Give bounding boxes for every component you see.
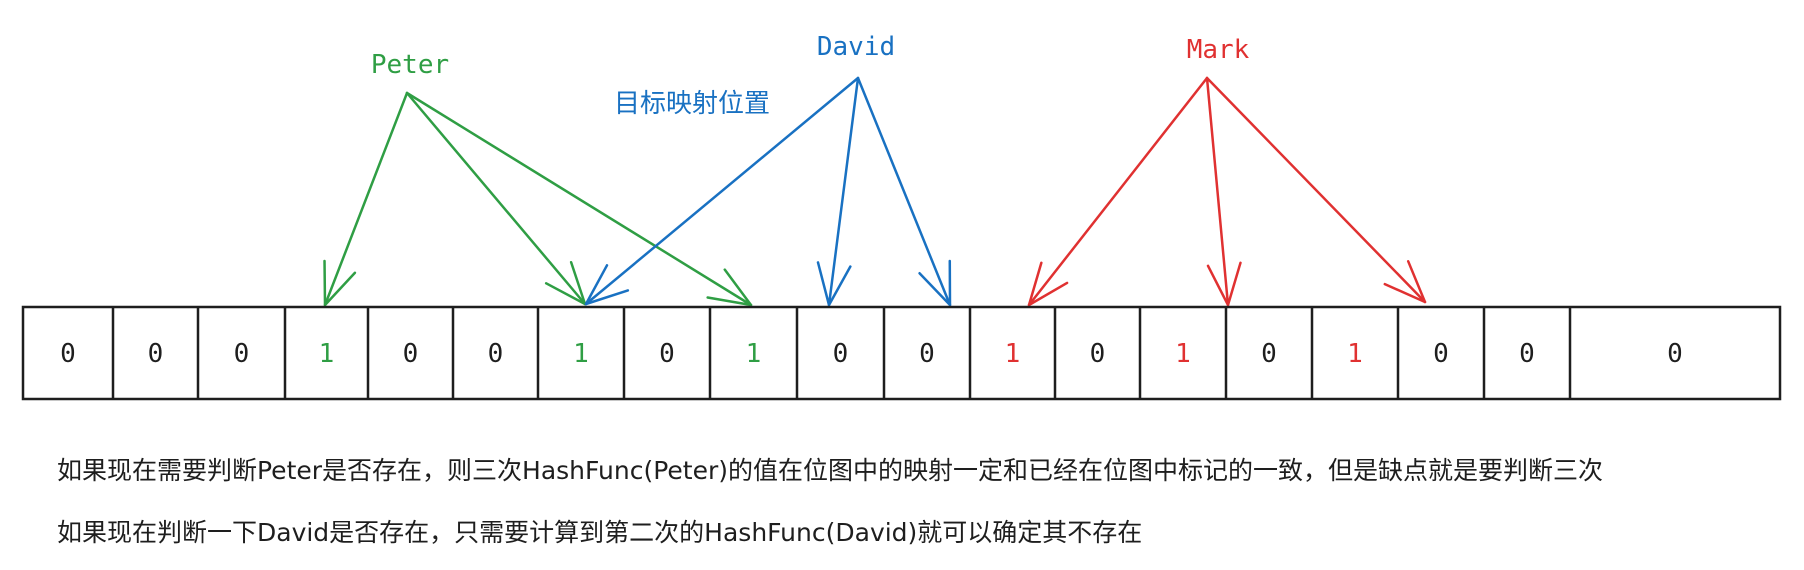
bit-cell-10: 0 — [919, 339, 935, 369]
arrow-peter-6 — [405, 91, 587, 306]
bit-cell-5: 0 — [488, 339, 504, 369]
key-labels: Peter David Mark — [371, 32, 1250, 80]
key-label-mark: Mark — [1187, 35, 1250, 65]
bit-cell-14: 0 — [1261, 339, 1277, 369]
arrow-mark-15 — [1205, 76, 1427, 304]
bit-cell-13: 1 — [1175, 339, 1191, 369]
bit-cell-4: 0 — [403, 339, 419, 369]
arrow-peter-8 — [405, 91, 753, 307]
bit-cell-0: 0 — [60, 339, 76, 369]
bit-cell-17: 0 — [1519, 339, 1535, 369]
bit-cell-7: 0 — [659, 339, 675, 369]
bit-cell-2: 0 — [234, 339, 250, 369]
arrow-david-10 — [856, 76, 952, 307]
description-line-2: 如果现在判断一下David是否存在，只需要计算到第二次的HashFunc(Dav… — [57, 518, 1143, 547]
bit-cell-3: 1 — [319, 339, 335, 369]
arrow-mark-11 — [1027, 76, 1209, 307]
bit-cell-15: 1 — [1347, 339, 1363, 369]
key-label-peter: Peter — [371, 50, 449, 80]
bit-cell-12: 0 — [1090, 339, 1106, 369]
bit-cell-6: 1 — [573, 339, 589, 369]
bit-cell-18: 0 — [1667, 339, 1683, 369]
key-label-david: David — [817, 32, 895, 62]
bit-cell-1: 0 — [148, 339, 164, 369]
target-mapping-annotation: 目标映射位置 — [614, 89, 770, 119]
bit-array-border — [21, 305, 1782, 401]
bit-cell-16: 0 — [1433, 339, 1449, 369]
hash-arrows — [323, 76, 1427, 307]
arrow-mark-13 — [1205, 76, 1242, 307]
bit-cell-8: 1 — [746, 339, 762, 369]
arrow-david-9 — [816, 76, 860, 307]
bit-cell-11: 1 — [1005, 339, 1021, 369]
arrow-peter-3 — [323, 91, 409, 307]
description-line-1: 如果现在需要判断Peter是否存在，则三次HashFunc(Peter)的值在位… — [57, 456, 1604, 485]
arrow-david-6 — [584, 76, 860, 306]
bit-array: 0 0 0 1 0 0 1 0 1 0 0 1 0 1 0 1 0 0 0 — [21, 305, 1782, 401]
bit-cell-9: 0 — [833, 339, 849, 369]
